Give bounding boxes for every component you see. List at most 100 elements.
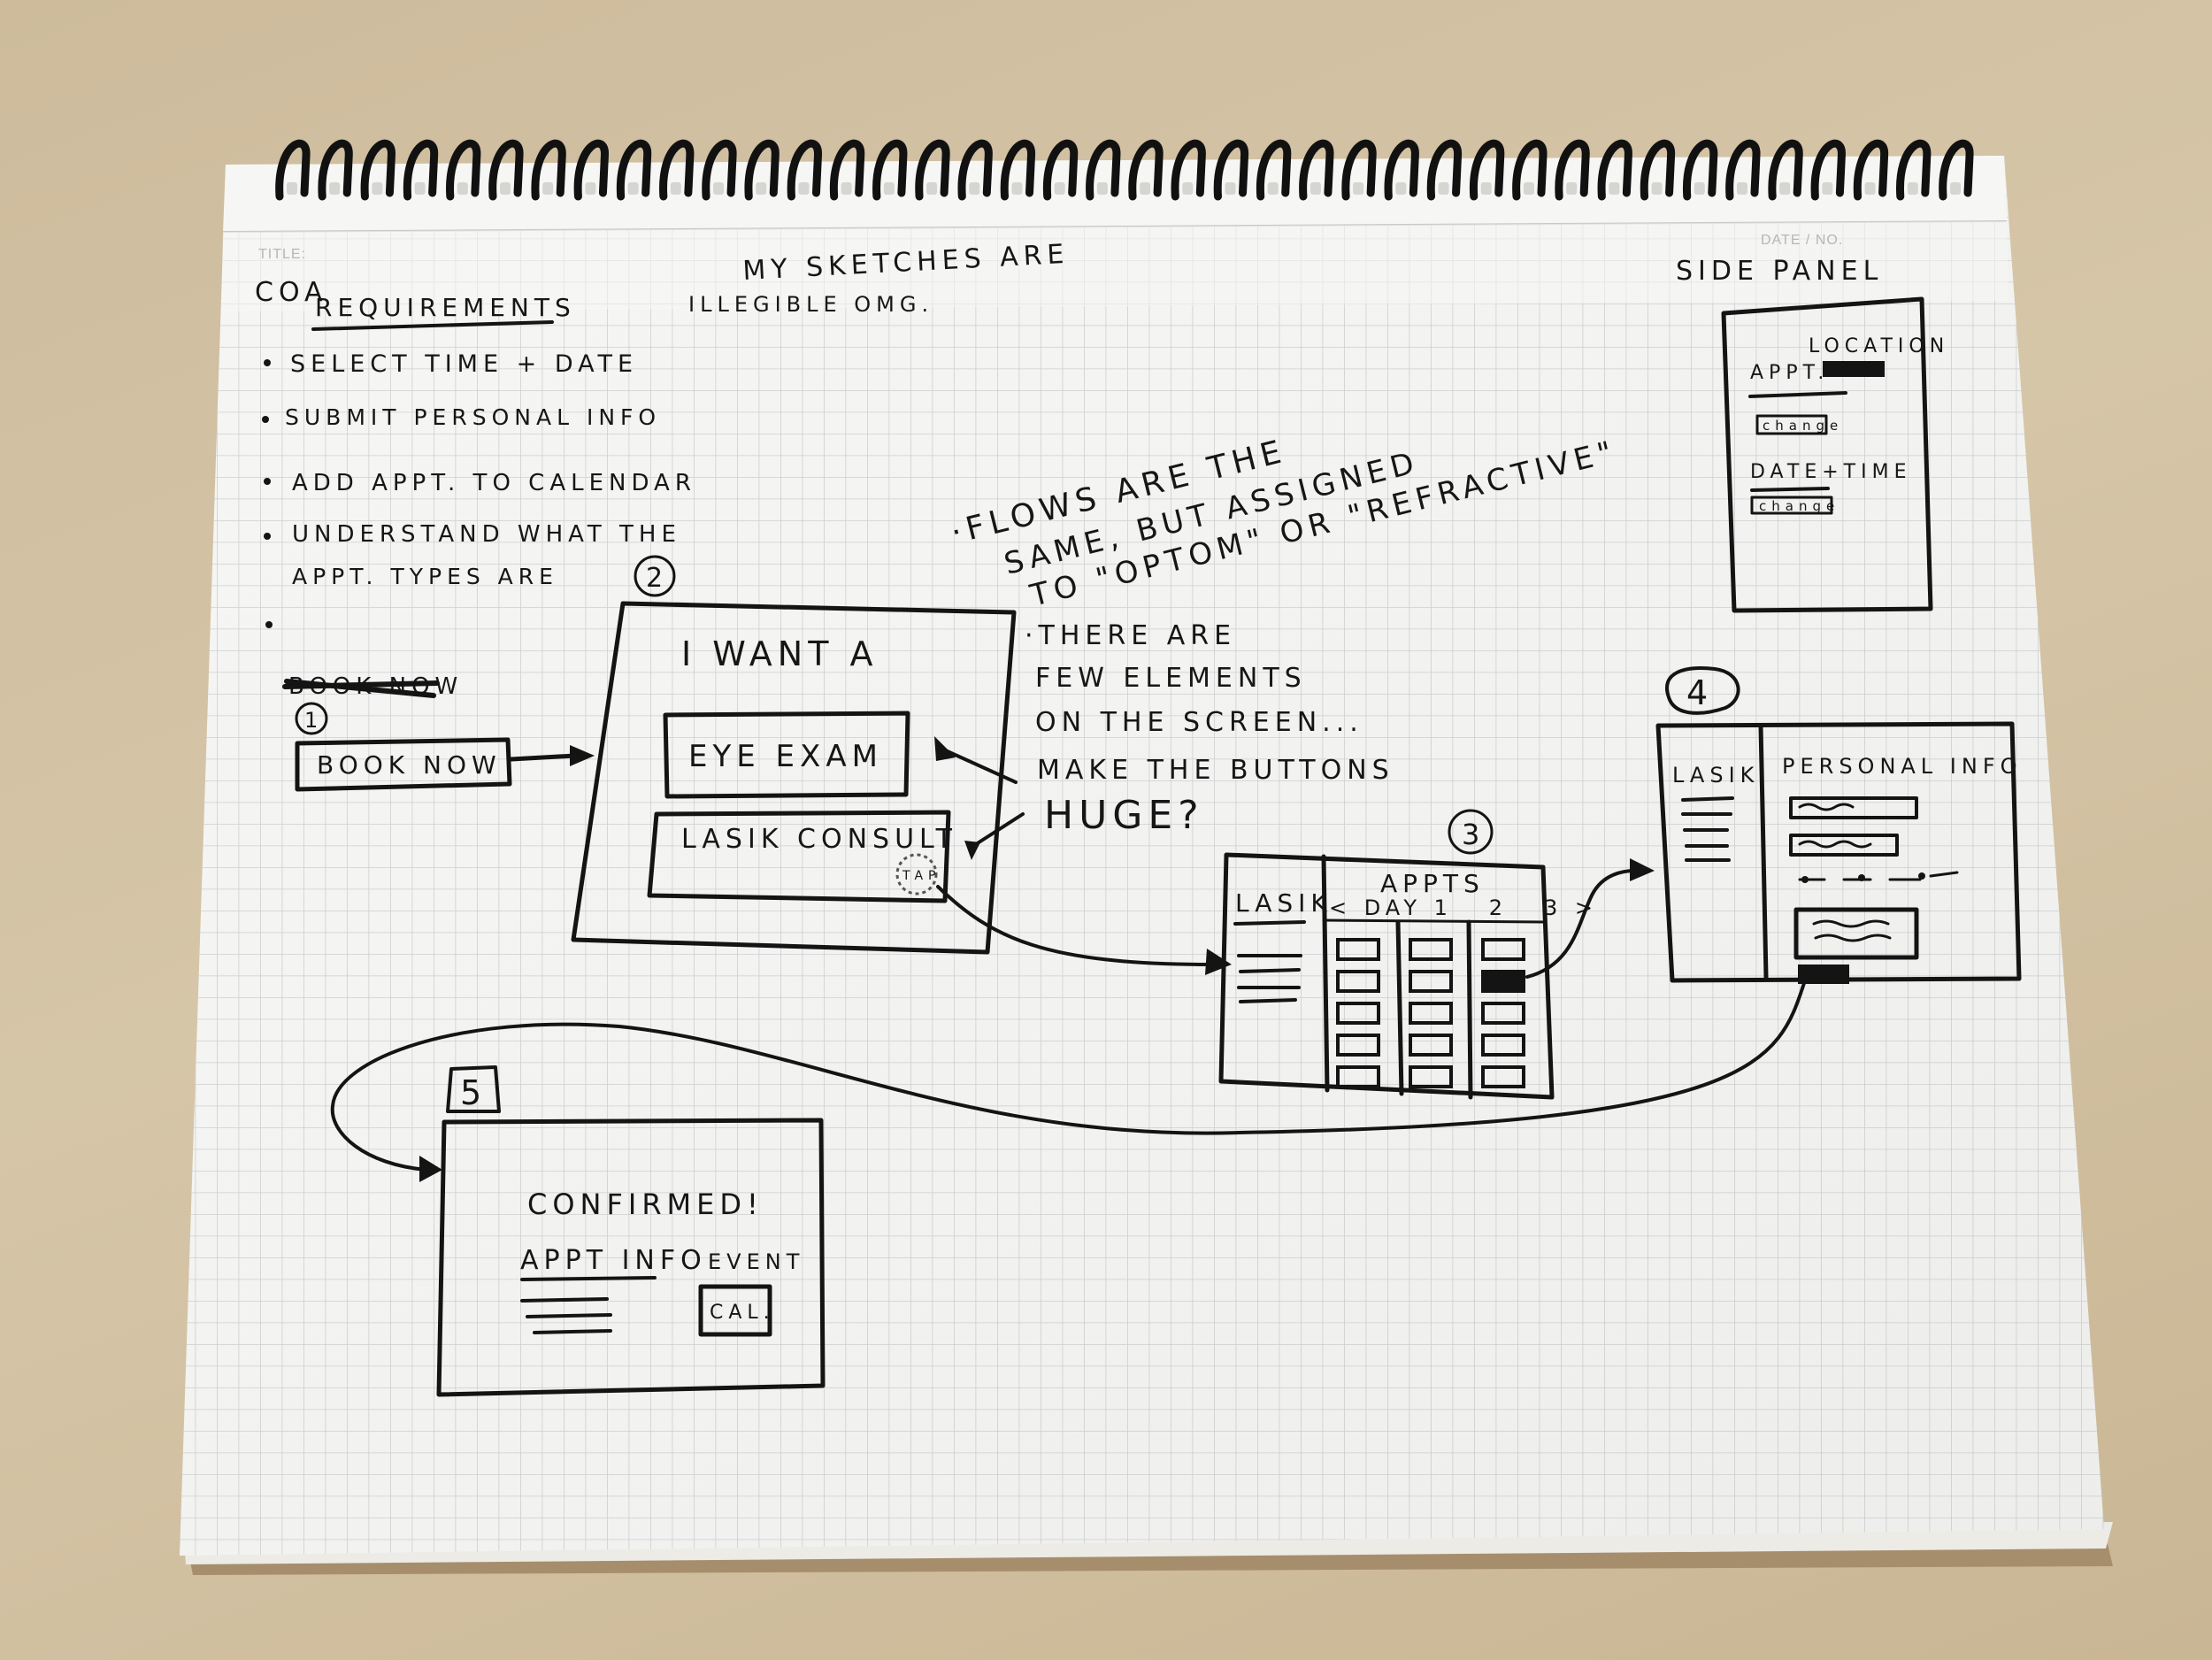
binding-hole — [585, 182, 596, 195]
spiral-coil — [318, 139, 353, 201]
requirement-item: UNDERSTAND WHAT THE — [292, 521, 681, 548]
spiral-coil — [1597, 139, 1632, 201]
binding-hole — [841, 182, 852, 195]
spiral-coil — [1768, 139, 1803, 201]
spiral-coil — [1896, 139, 1932, 201]
binding-hole — [1395, 182, 1407, 195]
spiral-coil — [531, 139, 566, 201]
change-button-sketch — [1750, 496, 1833, 515]
spiral-coil — [1000, 139, 1035, 201]
binding-hole — [1480, 182, 1492, 195]
spiral-coil — [872, 139, 908, 201]
time-slot — [1409, 1002, 1453, 1025]
binding-hole — [1950, 182, 1961, 195]
spiral-coil — [1512, 139, 1548, 201]
binding-hole — [627, 182, 639, 195]
spiral-coil — [659, 139, 695, 201]
spiral-coil — [1128, 139, 1164, 201]
spiral-coil — [1042, 139, 1079, 201]
elements-note-line1: ·THERE ARE — [1025, 620, 1236, 651]
time-slot-grid — [1336, 938, 1525, 1088]
time-slot — [1409, 1034, 1453, 1057]
requirements-list: SELECT TIME + DATE SUBMIT PERSONAL INFO … — [262, 350, 696, 628]
notebook — [180, 156, 2113, 1575]
step3-number: 3 — [1462, 818, 1485, 851]
binding-hole — [1225, 182, 1236, 195]
binding-hole — [1182, 182, 1194, 195]
step3-days: < DAY 1 2 3 > — [1329, 895, 1598, 920]
spiral-coil — [488, 139, 524, 201]
text-field-sketch — [1789, 834, 1899, 857]
step5-event-label: EVENT — [708, 1249, 804, 1274]
requirements-heading: REQUIREMENTS — [315, 293, 576, 322]
binding-hole — [287, 182, 297, 195]
step3-sketch: 3 LASIK APPTS < DAY 1 2 3 > — [1218, 809, 1655, 1100]
time-slot — [1336, 970, 1380, 993]
spiral-coil — [360, 139, 396, 201]
requirement-item: SUBMIT PERSONAL INFO — [285, 404, 661, 430]
step4-number: 4 — [1686, 673, 1713, 712]
binding-hole — [1438, 182, 1449, 195]
binding-hole — [883, 182, 895, 195]
spiral-coil — [1086, 139, 1121, 201]
binding-hole — [1523, 182, 1534, 195]
elements-note-line2: FEW ELEMENTS — [1035, 663, 1307, 694]
side-panel-appt: APPT. — [1750, 362, 1829, 384]
spiral-coil — [744, 139, 780, 201]
time-slot — [1481, 938, 1525, 961]
time-slot — [1409, 1065, 1453, 1088]
requirement-item: ADD APPT. TO CALENDAR — [292, 470, 696, 496]
spiral-coil — [1939, 139, 1974, 201]
flow-arrow — [330, 979, 1807, 1172]
binding-hole — [1140, 182, 1151, 195]
binding-hole — [372, 182, 383, 195]
spiral-coil — [1725, 139, 1761, 201]
spiral-coil — [787, 139, 822, 201]
requirement-item: SELECT TIME + DATE — [290, 350, 638, 378]
spiral-coil — [1555, 139, 1590, 201]
step1-number: 1 — [304, 708, 323, 733]
binding-hole — [969, 182, 980, 195]
binding-hole — [1054, 182, 1065, 195]
binding-hole — [1822, 182, 1833, 195]
step2-title: I WANT A — [681, 634, 879, 673]
time-slot — [1481, 1034, 1525, 1057]
binding-hole — [670, 182, 681, 195]
step5-appt-info: APPT INFO — [520, 1245, 707, 1276]
spiral-coil — [829, 139, 865, 201]
spiral-coil — [403, 139, 439, 201]
binding-hole — [713, 182, 725, 195]
binding-hole — [1011, 182, 1023, 195]
spiral-coil — [1810, 139, 1846, 201]
time-slot — [1409, 938, 1453, 961]
spiral-coil — [1853, 139, 1889, 201]
time-slot — [1336, 1002, 1380, 1025]
submit-box-sketch — [1793, 907, 1919, 960]
binding-hole — [414, 182, 426, 195]
step5-cal-label: CAL. — [710, 1302, 775, 1324]
lasik-consult-button-sketch: LASIK CONSULT — [681, 824, 957, 855]
binding-hole — [329, 182, 341, 195]
side-panel-datetime: DATE+TIME — [1750, 461, 1911, 483]
time-slot — [1336, 1034, 1380, 1057]
spiral-coil — [1341, 139, 1377, 201]
binding-hole — [1566, 182, 1578, 195]
flow-arrow — [936, 885, 1214, 966]
change-label: change — [1759, 498, 1839, 514]
selected-time-slot — [1481, 970, 1525, 993]
spiral-coil — [1171, 139, 1206, 201]
title-label: TITLE: — [258, 247, 306, 262]
change-label: change — [1763, 418, 1843, 434]
step2-number: 2 — [646, 563, 668, 594]
time-slot — [1481, 1002, 1525, 1025]
step4-sidebar: LASIK — [1672, 763, 1759, 788]
spiral-coil — [1640, 139, 1676, 201]
time-slot — [1336, 938, 1380, 961]
binding-hole — [1267, 182, 1279, 195]
binding-hole — [1353, 182, 1364, 195]
binding-hole — [1779, 182, 1791, 195]
spiral-coil — [275, 139, 311, 201]
binding-hole — [756, 182, 767, 195]
elements-note: ·THERE ARE FEW ELEMENTS ON THE SCREEN...… — [1025, 620, 1389, 838]
elements-note-line3: ON THE SCREEN... — [1035, 707, 1363, 738]
